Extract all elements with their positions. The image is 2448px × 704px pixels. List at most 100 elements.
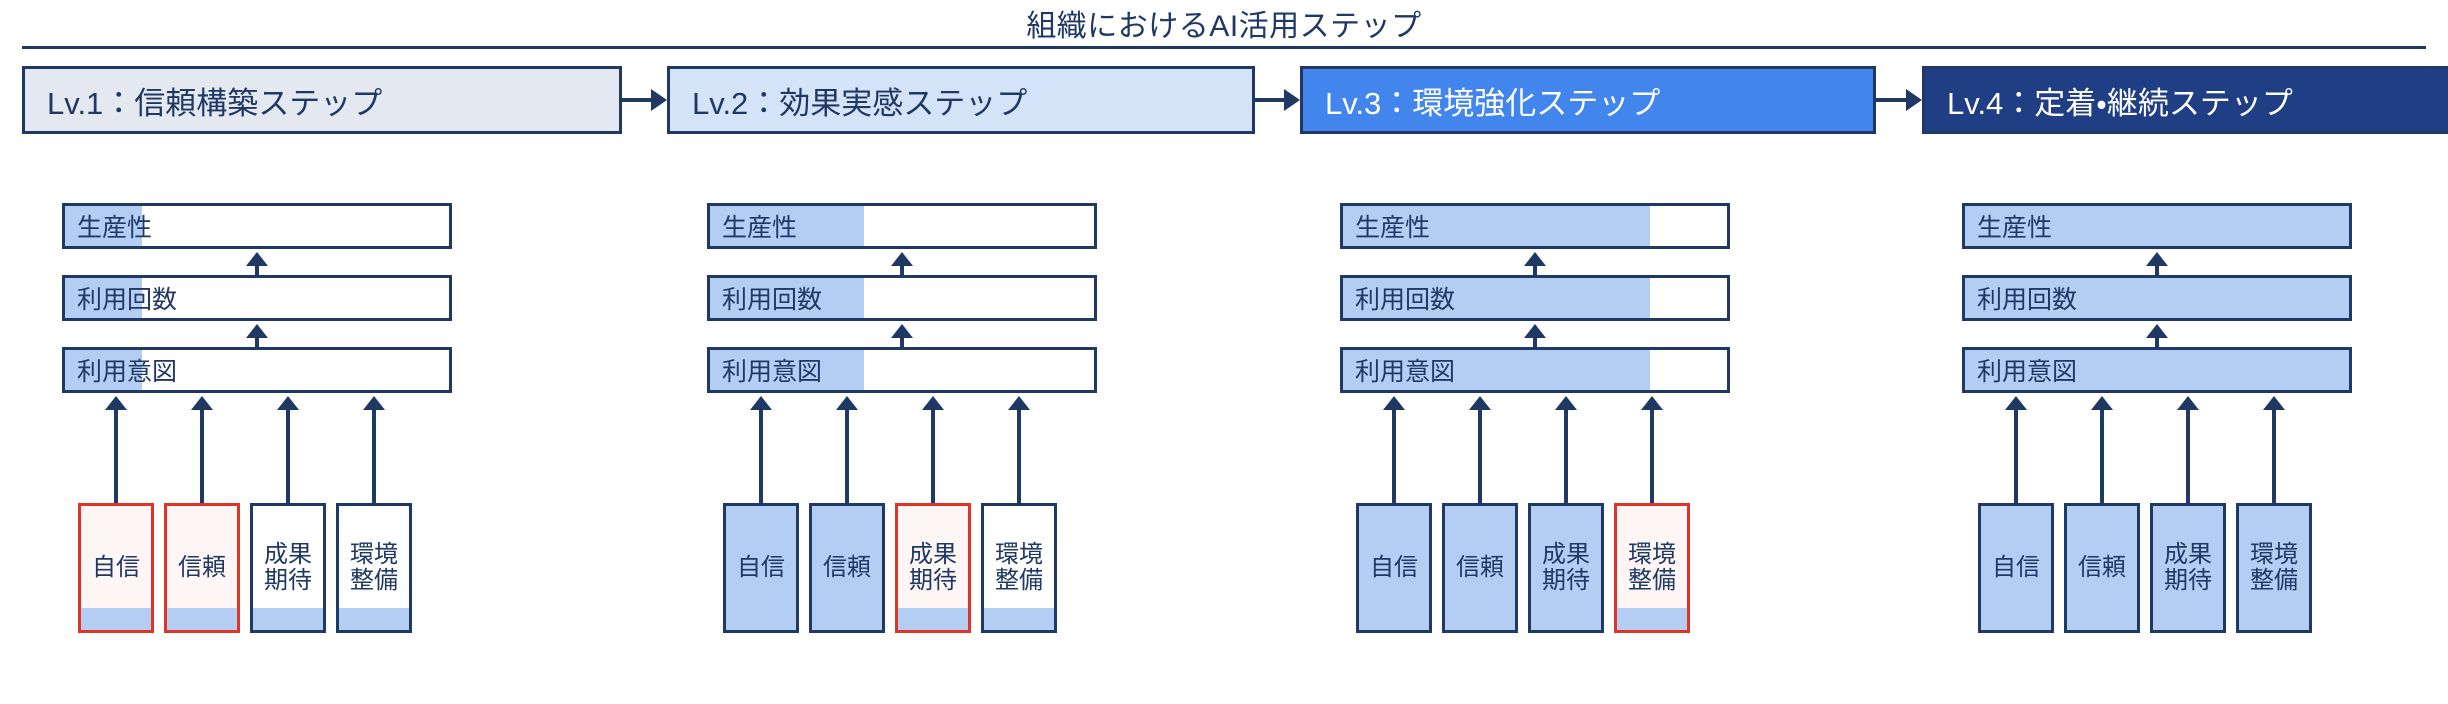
factor-box-label: 自信 (92, 554, 140, 582)
factor-box-lv4-2[interactable]: 成果 期待 (2150, 503, 2226, 633)
factor-box-fill (726, 506, 796, 630)
outcome-bar-lv4-2[interactable]: 利用意図 (1962, 347, 2352, 393)
stage-header-lv2[interactable]: Lv.2：効果実感ステップ (667, 66, 1255, 134)
factor-box-lv4-0[interactable]: 自信 (1978, 503, 2054, 633)
outcome-bar-label: 生産性 (722, 214, 798, 242)
outcome-bar-lv1-0[interactable]: 生産性 (62, 203, 452, 249)
factor-box-lv1-1[interactable]: 信頼 (164, 503, 240, 633)
factor-box-fill (167, 607, 237, 630)
outcome-bar-lv1-2[interactable]: 利用意図 (62, 347, 452, 393)
factor-box-fill (2067, 506, 2137, 630)
arrow-head-icon (1284, 89, 1300, 111)
outcome-bar-lv3-0[interactable]: 生産性 (1340, 203, 1730, 249)
arrow-shaft (900, 264, 904, 275)
outcome-bar-label: 利用意図 (77, 358, 178, 386)
stage-header-lv1[interactable]: Lv.1：信頼構築ステップ (22, 66, 622, 134)
outcome-bar-fill (1343, 278, 1651, 318)
arrow-head-icon (191, 396, 213, 410)
outcome-bar-lv2-2[interactable]: 利用意図 (707, 347, 1097, 393)
factor-box-lv2-1[interactable]: 信頼 (809, 503, 885, 633)
outcome-bar-lv2-0[interactable]: 生産性 (707, 203, 1097, 249)
arrow-shaft (931, 408, 935, 503)
factor-box-label: 信頼 (178, 554, 226, 582)
factor-box-fill (1445, 506, 1515, 630)
factor-box-lv4-1[interactable]: 信頼 (2064, 503, 2140, 633)
factor-link-arrow-lv1-2 (277, 396, 299, 503)
arrow-head-icon (246, 324, 268, 338)
stage-header-lv4[interactable]: Lv.4：定着・継続ステップ (1922, 66, 2448, 134)
outcome-bar-fill (710, 350, 864, 390)
factor-box-fill (984, 607, 1054, 630)
outcome-bar-lv3-1[interactable]: 利用回数 (1340, 275, 1730, 321)
arrow-head-icon (1383, 396, 1405, 410)
outcome-bar-lv3-2[interactable]: 利用意図 (1340, 347, 1730, 393)
factor-link-arrow-lv2-2 (922, 396, 944, 503)
outcome-bar-lv4-0[interactable]: 生産性 (1962, 203, 2352, 249)
arrow-head-icon (1555, 396, 1577, 410)
outcome-bar-lv4-1[interactable]: 利用回数 (1962, 275, 2352, 321)
outcome-link-arrow-lv4-0 (2146, 252, 2168, 275)
factor-box-lv3-1[interactable]: 信頼 (1442, 503, 1518, 633)
factor-box-label: 環境 整備 (995, 541, 1043, 594)
arrow-shaft (286, 408, 290, 503)
factor-box-label: 信頼 (2078, 554, 2126, 582)
outcome-bar-fill (65, 206, 142, 246)
outcome-bar-fill (1965, 206, 2349, 246)
factor-box-lv3-2[interactable]: 成果 期待 (1528, 503, 1604, 633)
factor-box-label: 自信 (737, 554, 785, 582)
factor-box-label: 信頼 (823, 554, 871, 582)
outcome-bar-lv2-1[interactable]: 利用回数 (707, 275, 1097, 321)
factor-box-label: 成果 期待 (909, 541, 957, 594)
arrow-head-icon (1008, 396, 1030, 410)
arrow-shaft (2100, 408, 2104, 503)
outcome-link-arrow-lv3-0 (1524, 252, 1546, 275)
factor-box-lv1-0[interactable]: 自信 (78, 503, 154, 633)
factor-box-fill (1359, 506, 1429, 630)
factor-link-arrow-lv2-1 (836, 396, 858, 503)
factor-box-label: 成果 期待 (264, 541, 312, 594)
factor-link-arrow-lv1-3 (363, 396, 385, 503)
factor-box-label: 信頼 (1456, 554, 1504, 582)
factor-box-lv4-3[interactable]: 環境 整備 (2236, 503, 2312, 633)
outcome-bar-lv1-1[interactable]: 利用回数 (62, 275, 452, 321)
factor-link-arrow-lv3-3 (1641, 396, 1663, 503)
stage-column-lv3: 生産性利用回数利用意図自信信頼成果 期待環境 整備 (1300, 0, 1921, 704)
arrow-head-icon (2263, 396, 2285, 410)
factor-box-lv3-3[interactable]: 環境 整備 (1614, 503, 1690, 633)
outcome-link-arrow-lv1-0 (246, 252, 268, 275)
arrow-head-icon (2146, 252, 2168, 266)
factor-box-lv1-2[interactable]: 成果 期待 (250, 503, 326, 633)
outcome-bar-label: 利用回数 (722, 286, 823, 314)
outcome-link-arrow-lv1-1 (246, 324, 268, 347)
stage-header-label-lv1: Lv.1：信頼構築ステップ (47, 85, 383, 121)
factor-box-lv1-3[interactable]: 環境 整備 (336, 503, 412, 633)
factor-link-arrow-lv1-1 (191, 396, 213, 503)
stage-column-lv2: 生産性利用回数利用意図自信 信頼 成果 期待環境 整備 (667, 0, 1300, 704)
arrow-shaft (1533, 264, 1537, 275)
factor-box-lv2-0[interactable]: 自信 (723, 503, 799, 633)
arrow-shaft (114, 408, 118, 503)
arrow-shaft (200, 408, 204, 503)
outcome-bar-fill (1965, 350, 2349, 390)
arrow-shaft (2272, 408, 2276, 503)
arrow-shaft (1564, 408, 1568, 503)
stage-header-lv3[interactable]: Lv.3：環境強化ステップ (1300, 66, 1876, 134)
arrow-shaft (1876, 98, 1906, 102)
factor-box-lv3-0[interactable]: 自信 (1356, 503, 1432, 633)
arrow-head-icon (1641, 396, 1663, 410)
page-title: 組織におけるAI活用ステップ (0, 0, 2448, 46)
factor-box-lv2-2[interactable]: 成果 期待 (895, 503, 971, 633)
arrow-head-icon (363, 396, 385, 410)
factor-box-fill (339, 607, 409, 630)
stage-header-label-lv3: Lv.3：環境強化ステップ (1325, 85, 1661, 121)
factor-link-arrow-lv3-0 (1383, 396, 1405, 503)
outcome-bar-fill (1965, 278, 2349, 318)
arrow-shaft (1017, 408, 1021, 503)
arrow-head-icon (836, 396, 858, 410)
outcome-bar-fill (1343, 350, 1651, 390)
factor-box-label: 環境 整備 (350, 541, 398, 594)
arrow-shaft (1392, 408, 1396, 503)
factor-box-lv2-3[interactable]: 環境 整備 (981, 503, 1057, 633)
outcome-link-arrow-lv4-1 (2146, 324, 2168, 347)
arrow-head-icon (1524, 252, 1546, 266)
